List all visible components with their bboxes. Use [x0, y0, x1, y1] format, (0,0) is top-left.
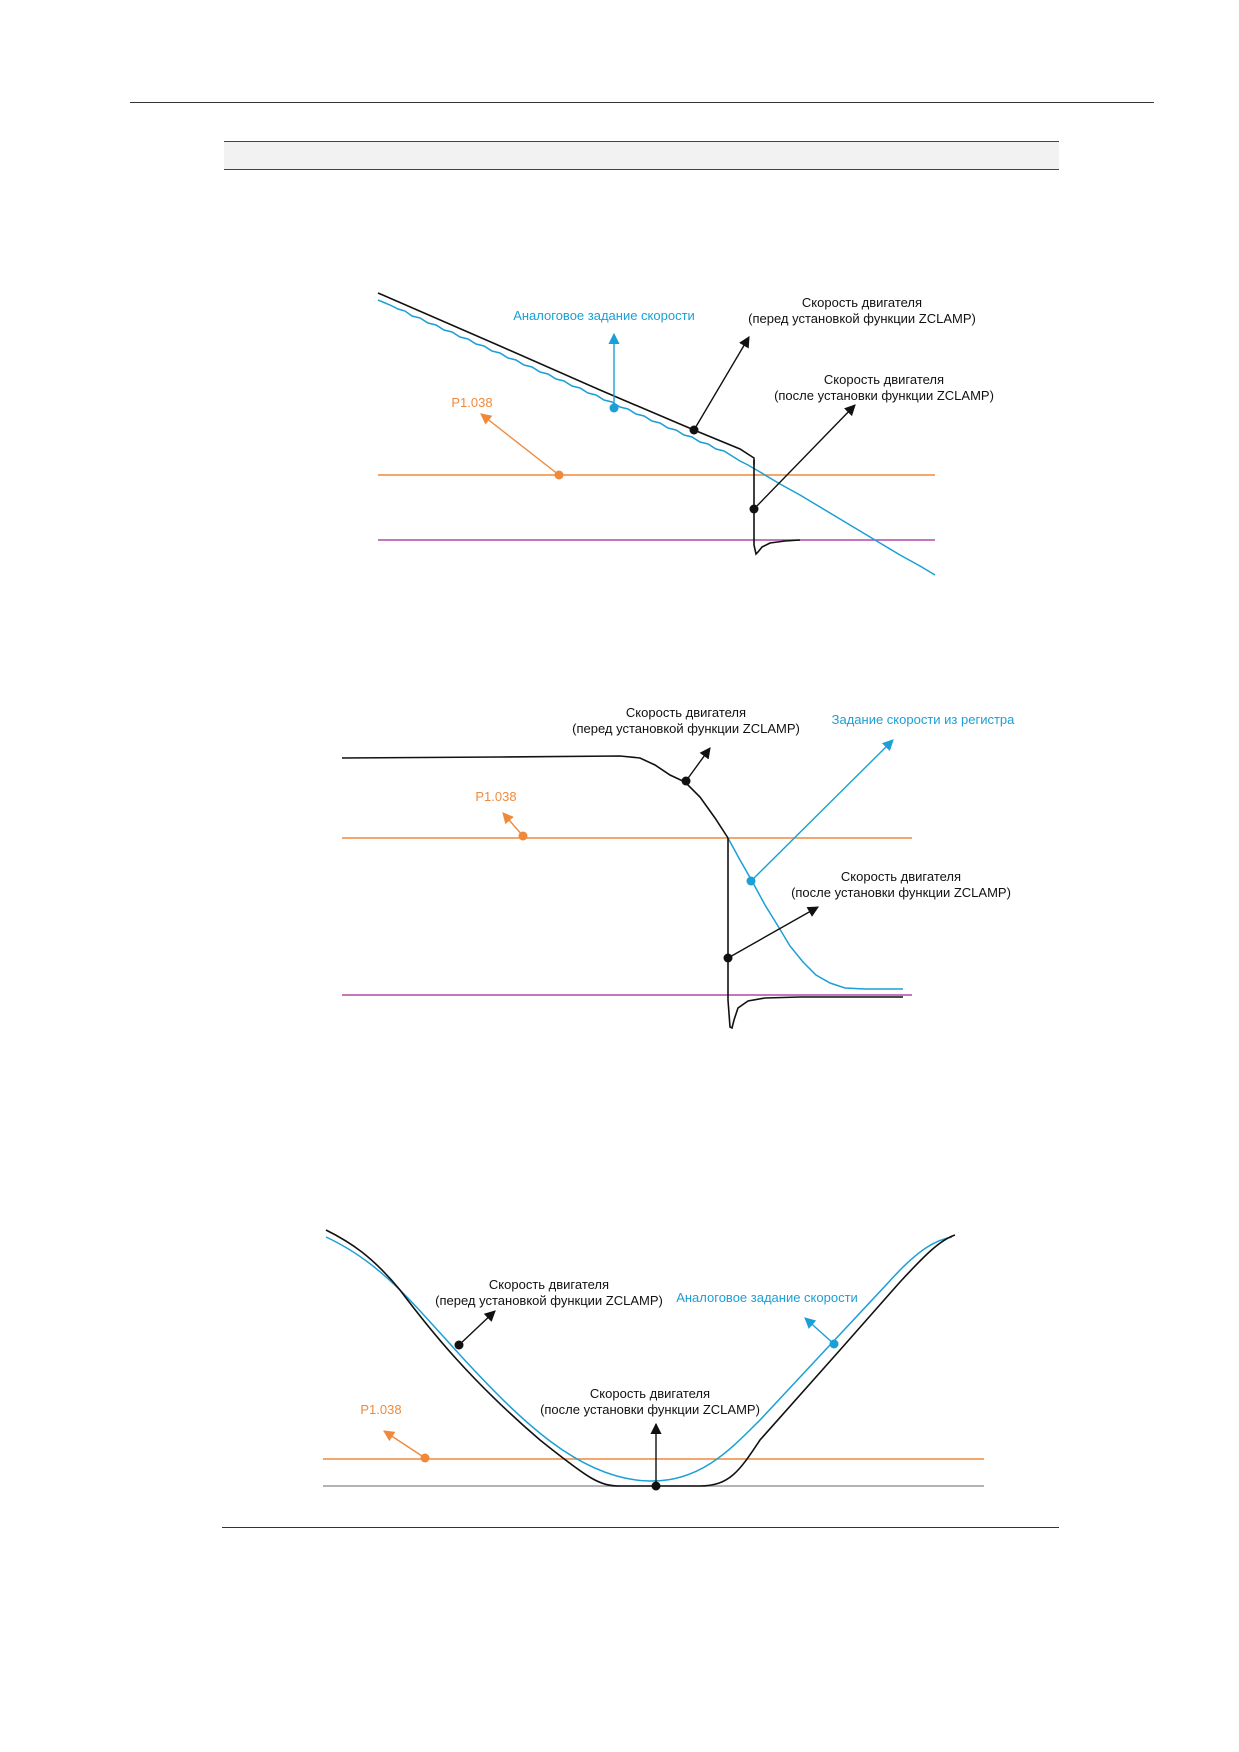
after-pointer	[753, 404, 856, 510]
reference-dot	[829, 1339, 839, 1349]
after-label-line2: (после установки функции ZCLAMP)	[774, 388, 994, 403]
before-label-line1: Скорость двигателя	[802, 295, 922, 310]
reference-curve	[325, 1236, 953, 1482]
before-dot	[689, 425, 699, 435]
threshold-label: P1.038	[475, 789, 516, 804]
reference-curve	[727, 837, 903, 990]
threshold-dot	[420, 1453, 430, 1463]
reference-dot	[746, 876, 756, 886]
table-header-strip	[224, 141, 1059, 170]
before-label-line2: (перед установкой функции ZCLAMP)	[435, 1293, 663, 1308]
threshold-pointer	[502, 812, 524, 837]
after-label-line1: Скорость двигателя	[824, 372, 944, 387]
threshold-label: P1.038	[360, 1402, 401, 1417]
before-dot	[454, 1340, 464, 1350]
reference-pointer	[750, 739, 894, 882]
before-pointer	[693, 336, 750, 431]
reference-dot	[609, 403, 619, 413]
before-label-line1: Скорость двигателя	[489, 1277, 609, 1292]
diagram-2: Скорость двигателя (перед установкой фун…	[341, 705, 1016, 1030]
motor-speed-before-curve	[341, 755, 729, 839]
after-label-line1: Скорость двигателя	[590, 1386, 710, 1401]
after-label-line2: (после установки функции ZCLAMP)	[540, 1402, 760, 1417]
motor-speed-curve	[325, 1229, 956, 1487]
header-rule	[130, 102, 1154, 103]
before-label-line2: (перед установкой функции ZCLAMP)	[572, 721, 800, 736]
diagram-3: Скорость двигателя (перед установкой фун…	[323, 1229, 984, 1491]
after-label-line1: Скорость двигателя	[841, 869, 961, 884]
threshold-dot	[518, 831, 528, 841]
before-label-line1: Скорость двигателя	[626, 705, 746, 720]
before-pointer	[685, 747, 711, 782]
before-label-line2: (перед установкой функции ZCLAMP)	[748, 311, 976, 326]
reference-pointer	[804, 1317, 835, 1345]
after-label-line2: (после установки функции ZCLAMP)	[791, 885, 1011, 900]
threshold-pointer	[383, 1430, 426, 1459]
reference-curve	[377, 299, 936, 576]
threshold-label: P1.038	[451, 395, 492, 410]
motor-speed-after-curve	[753, 460, 801, 556]
motor-speed-after-curve	[727, 838, 903, 1030]
diagram-1: Аналоговое задание скорости Скорость дви…	[377, 292, 994, 576]
threshold-dot	[554, 470, 564, 480]
after-pointer	[727, 906, 819, 959]
after-dot	[651, 1481, 661, 1491]
before-pointer	[458, 1310, 496, 1346]
reference-label: Задание скорости из регистра	[832, 712, 1016, 727]
footer-rule	[222, 1527, 1059, 1528]
threshold-pointer	[480, 413, 560, 476]
after-dot	[723, 953, 733, 963]
reference-label: Аналоговое задание скорости	[676, 1290, 858, 1305]
reference-label: Аналоговое задание скорости	[513, 308, 695, 323]
after-dot	[749, 504, 759, 514]
before-dot	[681, 776, 691, 786]
